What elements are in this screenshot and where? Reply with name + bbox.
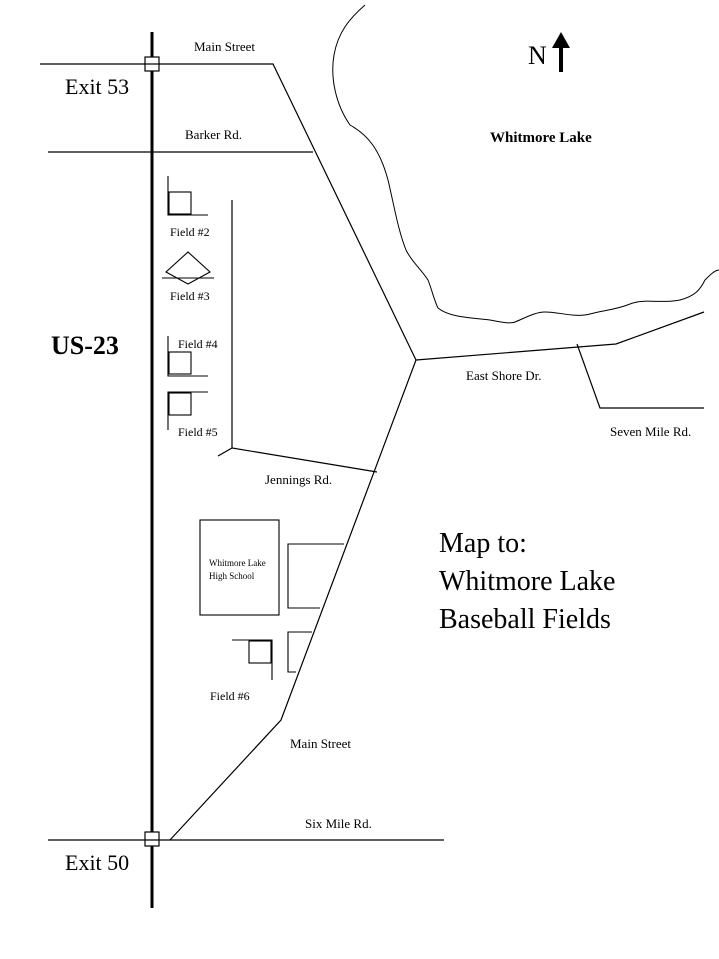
main-street-south-label: Main Street [290, 736, 351, 751]
school-label-line1: Whitmore Lake [209, 558, 266, 568]
field-3-diamond [165, 251, 211, 285]
field-2-diamond [167, 176, 208, 216]
exit-50-interchange [144, 831, 160, 847]
school-lot-south [287, 631, 312, 673]
exit-50-label: Exit 50 [65, 850, 129, 875]
barker-road-label: Barker Rd. [185, 127, 242, 142]
seven-mile-road [576, 343, 704, 409]
field-4-diamond [167, 336, 208, 377]
north-arrow-icon [552, 32, 570, 72]
lake-label: Whitmore Lake [490, 130, 592, 146]
main-street-north-road [40, 63, 417, 361]
school-lot-north [287, 543, 344, 609]
field-4-label: Field #4 [178, 337, 218, 351]
field-2-label: Field #2 [170, 225, 210, 239]
field-5-label: Field #5 [178, 425, 218, 439]
field-3-label: Field #3 [170, 289, 210, 303]
main-street-north-label: Main Street [194, 39, 255, 54]
main-street-south-road [169, 359, 417, 841]
east-shore-label: East Shore Dr. [466, 368, 541, 383]
field-5-diamond [167, 391, 208, 430]
school-label-line2: High School [209, 571, 255, 581]
jennings-road-spur [217, 447, 233, 457]
title-line2: Whitmore Lake [439, 566, 615, 597]
title-line1: Map to: [439, 528, 527, 559]
exit-53-label: Exit 53 [65, 74, 129, 99]
field-6-diamond [232, 639, 273, 680]
jennings-road [231, 200, 378, 473]
highway-label: US-23 [51, 331, 119, 360]
lake-shoreline [332, 4, 719, 324]
high-school-building [199, 519, 280, 616]
seven-mile-label: Seven Mile Rd. [610, 424, 691, 439]
field-6-label: Field #6 [210, 689, 250, 703]
east-shore-drive [415, 311, 705, 361]
jennings-road-label: Jennings Rd. [265, 472, 332, 487]
title-line3: Baseball Fields [439, 604, 611, 635]
six-mile-label: Six Mile Rd. [305, 816, 372, 831]
compass-label: N [528, 41, 547, 70]
